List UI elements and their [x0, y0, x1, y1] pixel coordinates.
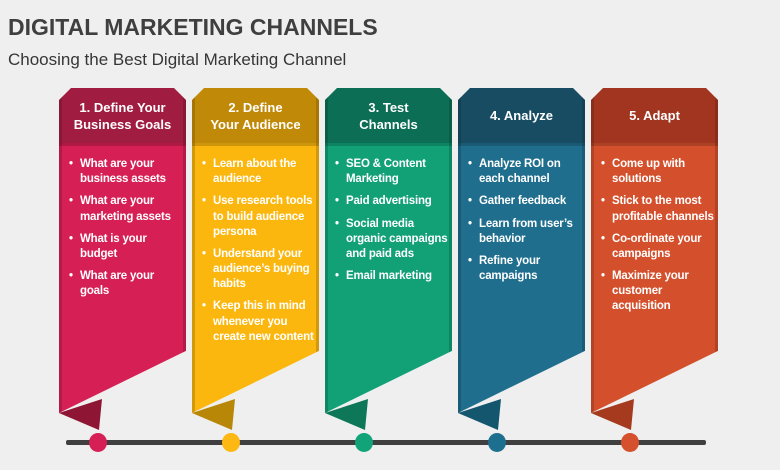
bullet-item: What are your business assets [69, 157, 183, 187]
step-header-line2: Channels [359, 116, 418, 132]
timeline-dot-2 [222, 433, 240, 452]
bullet-item: Co-ordinate your campaigns [601, 232, 715, 262]
bullet-item: Maximize your customer acquisition [601, 269, 715, 315]
step-header-1: 1. Define Your Business Goals [59, 88, 186, 143]
step-header-line2: Your Audience [210, 116, 301, 132]
bullet-item: SEO & Content Marketing [335, 157, 449, 187]
step-body-4: Analyze ROI on each channel Gather feedb… [458, 143, 585, 413]
bullet-item: Email marketing [335, 269, 449, 284]
timeline-dot-5 [621, 433, 639, 452]
page-subtitle: Choosing the Best Digital Marketing Chan… [8, 50, 347, 69]
step-column-5: 5. Adapt Come up with solutions Stick to… [591, 88, 718, 434]
bullet-item: What is your budget [69, 232, 183, 262]
step-header-3: 3. Test Channels [325, 88, 452, 143]
step-body-1: What are your business assets What are y… [59, 143, 186, 413]
step-header-line1: 5. Adapt [629, 108, 680, 123]
timeline-dot-1 [89, 433, 107, 452]
step-header-line1: 2. Define [228, 99, 283, 115]
bullet-item: Refine your campaigns [468, 254, 582, 284]
timeline-dot-3 [355, 433, 373, 452]
bullet-item: Keep this in mind whenever you create ne… [202, 299, 316, 345]
step-column-3: 3. Test Channels SEO & Content Marketing… [325, 88, 452, 434]
bullet-item: Learn about the audience [202, 157, 316, 187]
bullet-list: SEO & Content Marketing Paid advertising… [335, 157, 449, 284]
step-header-2: 2. Define Your Audience [192, 88, 319, 143]
step-header-line1: 1. Define Your [79, 99, 166, 115]
step-column-4: 4. Analyze Analyze ROI on each channel G… [458, 88, 585, 434]
bullet-list: Come up with solutions Stick to the most… [601, 157, 715, 315]
step-body-5: Come up with solutions Stick to the most… [591, 143, 718, 413]
step-column-2: 2. Define Your Audience Learn about the … [192, 88, 319, 434]
bullet-item: Use research tools to build audience per… [202, 194, 316, 240]
step-body-3: SEO & Content Marketing Paid advertising… [325, 143, 452, 413]
bullet-item: Stick to the most profitable channels [601, 194, 715, 224]
timeline-dot-4 [488, 433, 506, 452]
bullet-item: What are your marketing assets [69, 194, 183, 224]
step-header-line2: Business Goals [73, 116, 172, 132]
page-title: DIGITAL MARKETING CHANNELS [8, 14, 378, 40]
bullet-list: Learn about the audience Use research to… [202, 157, 316, 345]
bullet-list: Analyze ROI on each channel Gather feedb… [468, 157, 582, 284]
step-header-line1: 3. Test [368, 99, 409, 115]
step-header-5: 5. Adapt [591, 88, 718, 143]
step-body-2: Learn about the audience Use research to… [192, 143, 319, 413]
step-column-1: 1. Define Your Business Goals What are y… [59, 88, 186, 434]
timeline-line [66, 440, 706, 445]
step-header-line1: 4. Analyze [489, 108, 554, 123]
step-header-4: 4. Analyze [458, 88, 585, 143]
bullet-item: Social media organic campaigns and paid … [335, 217, 449, 263]
bullet-item: What are your goals [69, 269, 183, 299]
bullet-item: Paid advertising [335, 194, 449, 209]
bullet-item: Analyze ROI on each channel [468, 157, 582, 187]
bullet-item: Understand your audience’s buying habits [202, 247, 316, 293]
bullet-item: Come up with solutions [601, 157, 715, 187]
bullet-item: Gather feedback [468, 194, 582, 209]
bullet-list: What are your business assets What are y… [69, 157, 183, 299]
bullet-item: Learn from user’s behavior [468, 217, 582, 247]
